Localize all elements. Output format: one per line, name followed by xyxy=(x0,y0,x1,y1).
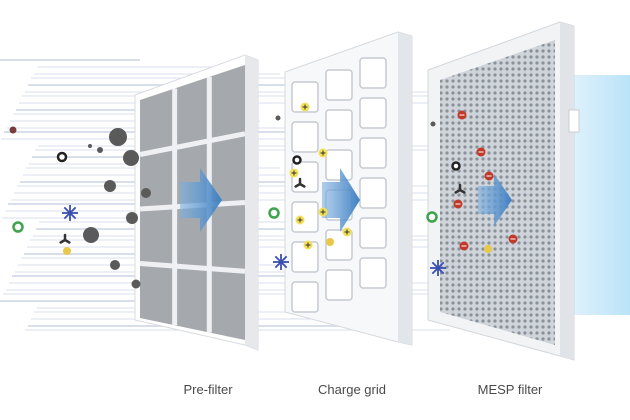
pollen-particle xyxy=(484,245,492,253)
ring-particle xyxy=(268,207,280,219)
dust-particle xyxy=(110,260,120,270)
flow-arrow-3 xyxy=(478,174,512,226)
dust-particle xyxy=(275,115,281,121)
charge-grid-label: Charge grid xyxy=(318,382,386,397)
dust-particle xyxy=(141,188,151,198)
virus-icon xyxy=(273,254,289,270)
dust-particle xyxy=(104,180,116,192)
dust-particle xyxy=(131,279,141,289)
pollen-icon xyxy=(454,183,466,194)
pollen-icon xyxy=(59,233,71,244)
ring-particle xyxy=(426,211,438,223)
ring-particle xyxy=(12,221,24,233)
dust-particle xyxy=(109,128,127,146)
dust-particle xyxy=(430,121,436,127)
flow-arrow-2 xyxy=(322,168,360,232)
dust-particle xyxy=(83,227,99,243)
pollen-particle xyxy=(326,238,334,246)
pollen-icon xyxy=(294,177,306,188)
ring-particle xyxy=(292,155,302,165)
dust-particle xyxy=(123,150,139,166)
pre-filter-label: Pre-filter xyxy=(183,382,233,397)
dust-particle xyxy=(97,147,103,153)
flow-arrow-1 xyxy=(180,168,222,232)
dust-particle xyxy=(9,126,17,134)
virus-icon xyxy=(62,205,78,221)
clean-air-flow xyxy=(570,75,630,315)
dust-particle xyxy=(126,212,138,224)
ring-particle xyxy=(56,151,68,163)
pollen-particle xyxy=(63,247,71,255)
mesp-filter-label: MESP filter xyxy=(477,382,543,397)
particles xyxy=(9,102,518,289)
ring-particle xyxy=(451,161,461,171)
dust-particle xyxy=(88,144,92,148)
virus-icon xyxy=(430,260,446,276)
